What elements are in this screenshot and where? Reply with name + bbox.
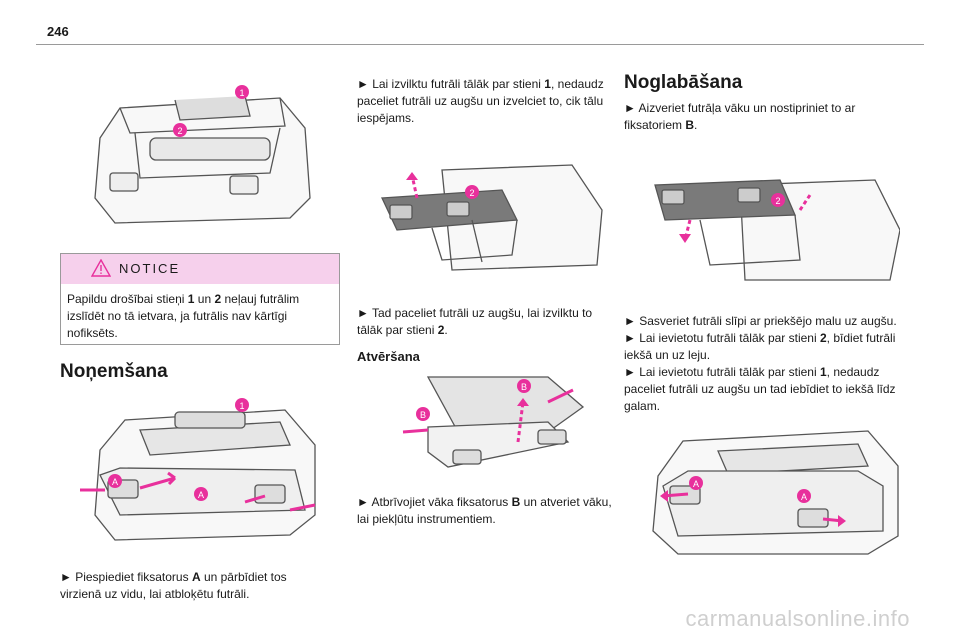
callout-a-marker-2 [194, 487, 208, 501]
noglabasana-step1: ► Aizveriet futrāļa vāku un nostipriniet… [624, 101, 856, 132]
warning-icon [90, 258, 112, 282]
atversana-step1: ► Atbrīvojiet vāka fiksatorus B un atver… [357, 495, 612, 526]
notice-title: NOTICE [119, 261, 181, 276]
callout-a-label: A [112, 477, 118, 487]
header-rule [36, 44, 924, 45]
callout-b-marker-2 [517, 379, 531, 393]
callout-a-label-2: A [801, 492, 807, 502]
figure-pull-out: 2 [372, 150, 612, 280]
middle-step1: ► Lai izvilktu futrāli tālāk par stieni … [357, 77, 604, 125]
figure-open-lid: B B [398, 372, 588, 482]
noglabasana-step2: ► Sasveriet futrāli slīpi ar priekšējo m… [624, 314, 897, 413]
callout-b-marker [416, 407, 430, 421]
callout-a-label: A [693, 479, 699, 489]
callout-2-label: 2 [775, 196, 780, 206]
figure-seat-bars: 1 2 [80, 78, 320, 228]
figure-store-tilt: 2 [650, 170, 900, 290]
callout-b-label: B [420, 410, 426, 420]
heading-nonemsana: Noņemšana [60, 361, 168, 382]
heading-noglabasana: Noglabāšana [624, 72, 743, 93]
callout-2-label: 2 [469, 188, 474, 198]
notice-header: NOTICE [61, 254, 339, 284]
callout-b-label-2: B [521, 382, 527, 392]
notice-box: NOTICE Papildu drošībai stieņi 1 un 2 ne… [60, 253, 340, 345]
figure-release-latches: 1 A A [80, 390, 330, 550]
callout-1-label: 1 [239, 88, 244, 98]
callout-1-label: 1 [239, 401, 244, 411]
callout-2-marker [173, 123, 187, 137]
callout-2-marker [771, 193, 785, 207]
callout-1-marker [235, 398, 249, 412]
heading-atversana: Atvēršana [357, 349, 420, 364]
callout-2-label: 2 [177, 126, 182, 136]
page-number: 246 [47, 24, 69, 39]
callout-a-marker-2 [797, 489, 811, 503]
callout-2-marker [465, 185, 479, 199]
notice-text: Papildu drošībai stieņi 1 un 2 neļauj fu… [67, 292, 300, 340]
callout-a-label-2: A [198, 490, 204, 500]
callout-1-marker [235, 85, 249, 99]
callout-a-marker [689, 476, 703, 490]
watermark: carmanualsonline.info [685, 606, 910, 631]
middle-step2: ► Tad paceliet futrāli uz augšu, lai izv… [357, 306, 593, 337]
nonemsana-step1: ► Piespiediet fiksatorus A un pārbīdiet … [60, 570, 287, 601]
callout-a-marker [108, 474, 122, 488]
figure-insert-lock: A A [648, 426, 900, 556]
